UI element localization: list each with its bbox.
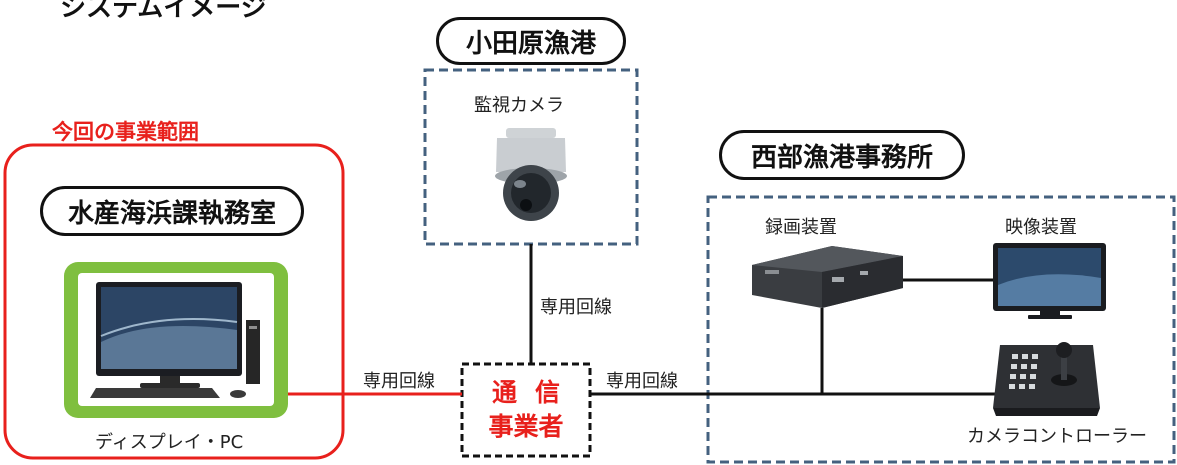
controller-illustration bbox=[993, 342, 1100, 416]
west-office-boundary bbox=[706, 195, 1176, 464]
monitor-illustration bbox=[993, 243, 1106, 319]
link-label-pc-carrier: 専用回線 bbox=[363, 371, 435, 392]
link-label-carrier-west: 専用回線 bbox=[606, 371, 678, 392]
location-west-office: 西部漁港事務所 bbox=[719, 130, 965, 180]
location-office: 水産海浜課執務室 bbox=[40, 186, 304, 236]
location-port: 小田原漁港 bbox=[436, 17, 626, 65]
recorder-label: 録画装置 bbox=[765, 217, 837, 238]
project-scope-title: 今回の事業範囲 bbox=[52, 120, 199, 144]
pc-illustration bbox=[64, 262, 288, 418]
link-label-camera-carrier: 専用回線 bbox=[540, 297, 612, 318]
camera-illustration bbox=[495, 128, 567, 221]
recorder-illustration bbox=[752, 246, 903, 308]
carrier-box: 通信 事業者 bbox=[462, 364, 590, 456]
pc-label: ディスプレイ・PC bbox=[95, 432, 244, 453]
camera-label: 監視カメラ bbox=[474, 95, 564, 116]
controller-label: カメラコントローラー bbox=[967, 426, 1147, 447]
page-header-fragment: システムイメージ bbox=[60, 0, 267, 23]
project-scope-border bbox=[3, 143, 345, 460]
carrier-line-1: 通信 bbox=[491, 378, 578, 407]
carrier-line-2: 事業者 bbox=[488, 412, 564, 441]
monitor-label: 映像装置 bbox=[1005, 217, 1077, 238]
